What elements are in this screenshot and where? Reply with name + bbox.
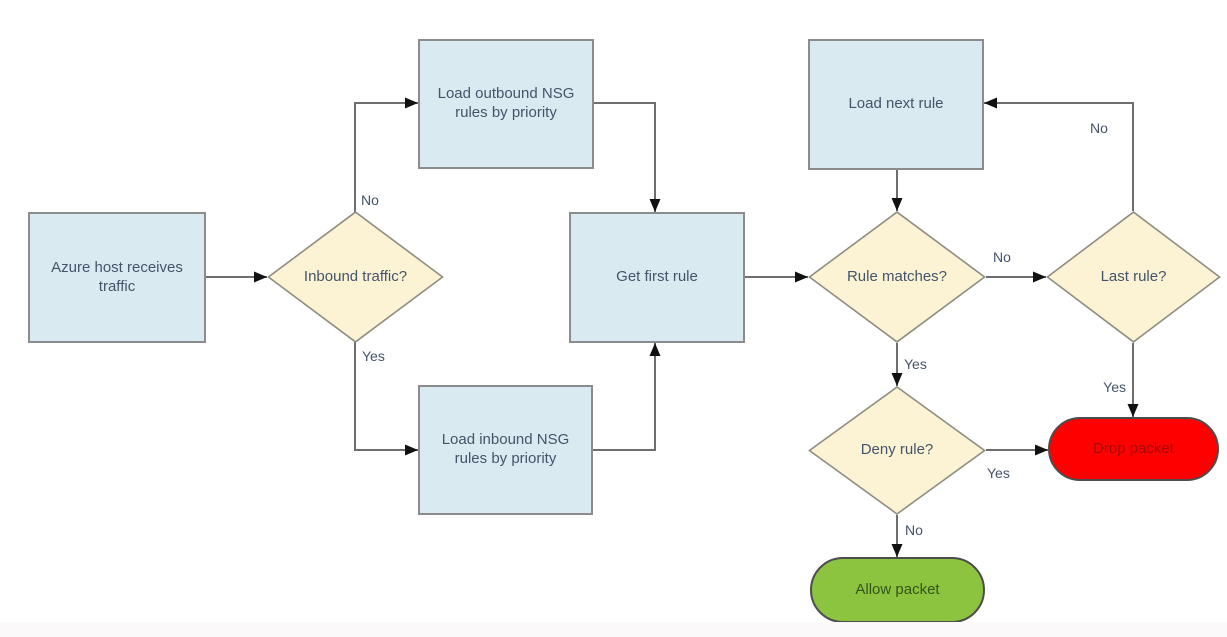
bottom-strip [0, 622, 1227, 637]
edge-load-inbound-to-get-first [593, 343, 661, 451]
edge-inbound-to-load-outbound [354, 97, 418, 212]
node-azure-host-label: Azure host receives traffic [51, 258, 183, 295]
edge-label-rule-matches-yes: Yes [904, 356, 927, 372]
node-drop-packet-label: Drop packet [1093, 439, 1174, 457]
node-allow-packet: Allow packet [810, 557, 985, 623]
node-last-rule: Last rule? [1046, 211, 1221, 343]
node-load-inbound: Load inbound NSG rules by priority [418, 385, 593, 515]
edge-last-rule-to-load-next [984, 97, 1134, 211]
node-load-inbound-label: Load inbound NSG rules by priority [441, 431, 570, 467]
node-get-first-rule-label: Get first rule [616, 268, 698, 286]
edge-inbound-to-load-inbound [354, 342, 418, 456]
diamond-shape [1046, 211, 1221, 343]
node-inbound-traffic-label: Inbound traffic? [303, 267, 408, 285]
node-azure-host: Azure host receives traffic [28, 212, 206, 343]
node-allow-packet-label: Allow packet [855, 580, 940, 598]
node-last-rule-label: Last rule? [1100, 267, 1167, 285]
node-load-next-rule-label: Load next rule [848, 95, 944, 113]
edge-label-inbound-no: No [361, 192, 379, 208]
edge-label-deny-yes: Yes [987, 465, 1010, 481]
node-drop-packet: Drop packet [1048, 417, 1219, 481]
node-rule-matches: Rule matches? [808, 211, 986, 343]
edge-label-deny-no: No [905, 522, 923, 538]
edge-label-last-rule-yes: Yes [1103, 379, 1126, 395]
node-inbound-traffic: Inbound traffic? [267, 211, 444, 343]
node-load-next-rule: Load next rule [808, 39, 984, 170]
node-deny-rule-label: Deny rule? [860, 441, 934, 459]
edge-label-inbound-yes: Yes [362, 348, 385, 364]
diamond-shape [808, 211, 986, 343]
edge-load-outbound-to-get-first [594, 102, 661, 212]
edge-label-rule-matches-no: No [993, 249, 1011, 265]
node-load-outbound: Load outbound NSG rules by priority [418, 39, 594, 169]
node-rule-matches-label: Rule matches? [846, 267, 948, 285]
node-load-outbound-label: Load outbound NSG rules by priority [437, 85, 575, 121]
edge-label-last-rule-no: No [1090, 120, 1108, 136]
node-get-first-rule: Get first rule [569, 212, 745, 343]
node-deny-rule: Deny rule? [808, 386, 986, 515]
diamond-shape [267, 211, 444, 343]
diamond-shape [808, 386, 986, 515]
